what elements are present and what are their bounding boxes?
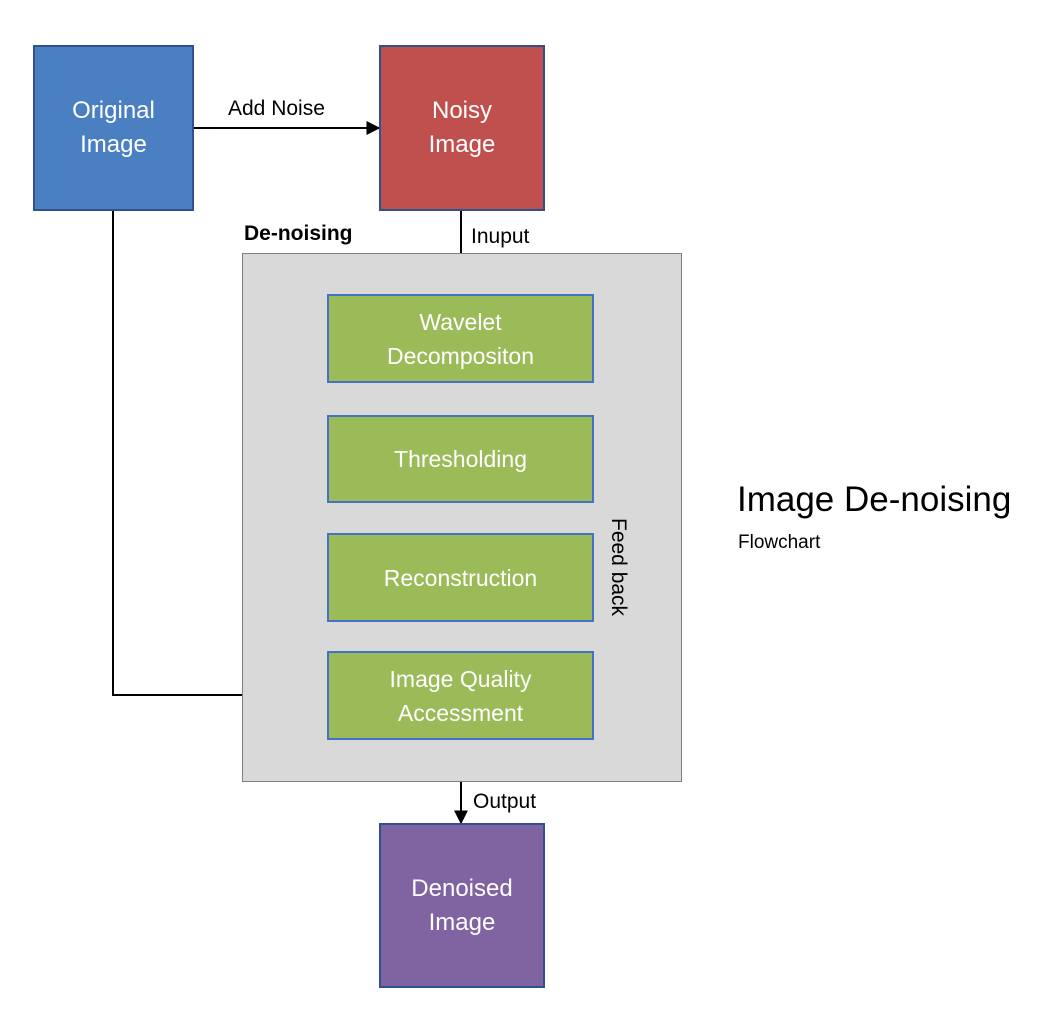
node-line: Image Quality: [389, 665, 532, 692]
node-line: Image: [428, 908, 496, 936]
panel-label: De-noising: [244, 222, 353, 245]
page-subtitle: Flowchart: [738, 532, 821, 553]
node-line: Image: [428, 131, 496, 158]
node-line: Accessment: [397, 699, 524, 726]
node-line: Reconstruction: [383, 564, 538, 591]
wavelet-decomposition-node[interactable]: Wavelet Decompositon: [327, 294, 594, 383]
add-noise-label: Add Noise: [228, 97, 325, 120]
feedback-label: Feed back: [607, 518, 630, 617]
node-line: Wavelet: [419, 308, 502, 335]
page-title: Image De-noising: [737, 480, 1012, 519]
node-line: Decompositon: [386, 342, 535, 369]
original-image-node[interactable]: Original Image: [33, 45, 194, 211]
node-line: Thresholding: [394, 446, 527, 472]
input-label: Inuput: [471, 225, 530, 248]
image-quality-assessment-node[interactable]: Image Quality Accessment: [327, 651, 594, 740]
node-line: Denoised: [411, 874, 513, 902]
node-line: Image: [80, 131, 147, 158]
thresholding-node[interactable]: Thresholding: [327, 415, 594, 503]
node-line: Original: [72, 97, 155, 124]
output-label: Output: [473, 790, 537, 813]
denoised-image-node[interactable]: Denoised Image: [379, 823, 545, 988]
node-line: Noisy: [431, 97, 492, 124]
noisy-image-node[interactable]: Noisy Image: [379, 45, 545, 211]
reconstruction-node[interactable]: Reconstruction: [327, 533, 594, 622]
